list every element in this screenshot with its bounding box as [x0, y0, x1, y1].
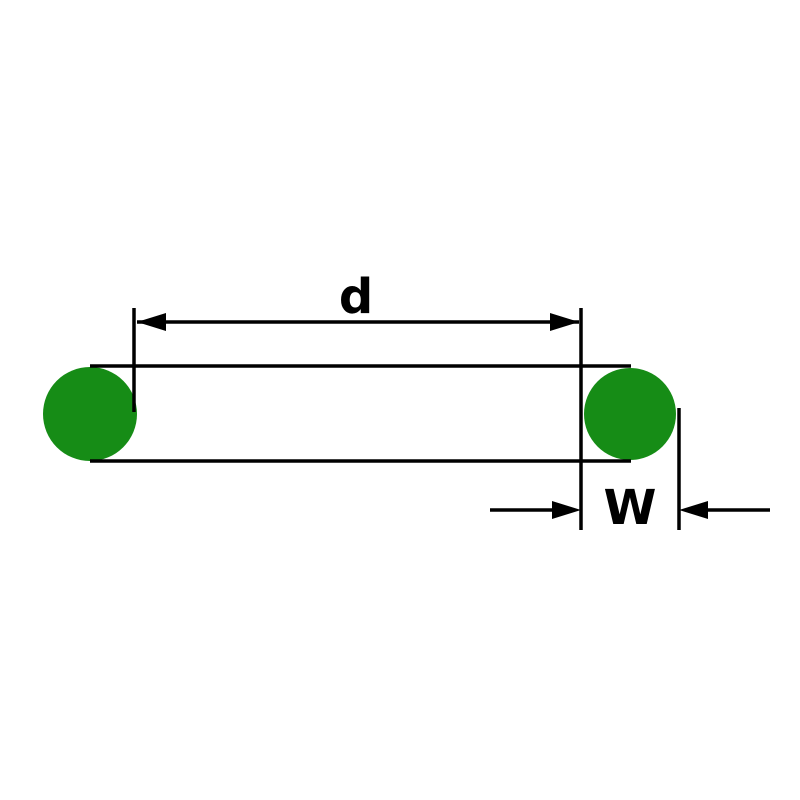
oring-cross-section-right	[584, 368, 676, 460]
width-arrowhead-left-icon	[552, 501, 581, 519]
diagram-arrowheads	[137, 313, 708, 519]
width-label: W	[604, 480, 657, 536]
width-arrowhead-right-icon	[679, 501, 708, 519]
diameter-label: d	[339, 269, 373, 325]
diagram-lines	[90, 308, 770, 530]
diameter-arrowhead-right-icon	[550, 313, 579, 331]
diameter-arrowhead-left-icon	[137, 313, 166, 331]
oring-cross-section-left	[43, 367, 137, 461]
